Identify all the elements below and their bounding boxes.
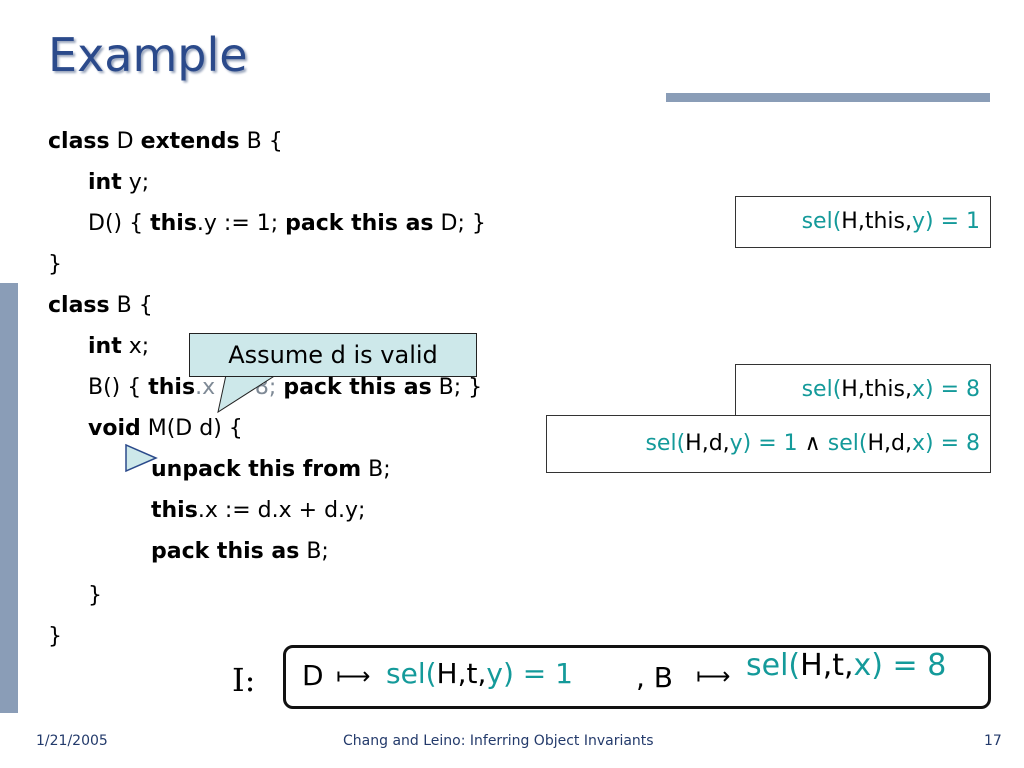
code-line-9: unpack this from B;: [151, 456, 391, 484]
keyword: pack this as: [151, 539, 300, 564]
keyword: class: [48, 129, 110, 154]
keyword: class: [48, 293, 110, 318]
triangle-marker-icon: [125, 443, 158, 473]
formula-box-1: sel(H,this,y) = 1: [735, 196, 991, 248]
formula-part: H,t,: [800, 648, 854, 683]
formula-part: H,this,: [841, 377, 912, 402]
keyword: int: [88, 334, 122, 359]
footer-title: Chang and Leino: Inferring Object Invari…: [343, 733, 654, 749]
code-line-6: int x;: [88, 333, 149, 361]
code-line-1: class D extends B {: [48, 128, 283, 156]
formula-part: H,d,: [685, 431, 730, 456]
invariant-class-d: D: [302, 659, 324, 692]
formula-part: H,this,: [841, 209, 912, 234]
code-text: M(D d) {: [140, 416, 243, 441]
code-text: D: [109, 129, 141, 154]
code-text: D; }: [433, 211, 486, 236]
title-rule: [666, 93, 990, 102]
keyword: pack this as: [283, 375, 432, 400]
code-text: B;: [361, 457, 391, 482]
code-line-3: D() { this.y := 1; pack this as D; }: [88, 210, 486, 238]
formula-part: sel(: [386, 657, 437, 690]
code-text: B;: [299, 539, 329, 564]
formula-part: y) = 1: [729, 431, 805, 456]
formula-part: y) = 1: [486, 657, 573, 690]
formula-part: H,d,: [867, 431, 912, 456]
keyword: void: [88, 416, 141, 441]
keyword: this: [150, 211, 197, 236]
code-line-10: this.x := d.x + d.y;: [151, 497, 365, 525]
keyword: this: [151, 498, 198, 523]
keyword: int: [88, 170, 122, 195]
code-text: }: [88, 583, 102, 608]
invariant-label: I:: [232, 661, 256, 699]
formula-part: sel(: [801, 209, 842, 234]
code-text: B() {: [88, 375, 149, 400]
invariant-b-formula: sel(H,t,x) = 8: [746, 648, 946, 684]
formula-part: sel(: [645, 431, 686, 456]
keyword: pack this as: [285, 211, 434, 236]
code-text: B {: [109, 293, 153, 318]
formula-part: y) = 1: [911, 209, 980, 234]
code-line-8: void M(D d) {: [88, 415, 243, 443]
code-text: B; }: [431, 375, 483, 400]
formula-part: sel(: [801, 377, 842, 402]
formula-part: H,t,: [436, 657, 487, 690]
mapsto-icon: ⟼: [336, 662, 371, 690]
code-text: .y := 1;: [196, 211, 286, 236]
code-text: y;: [121, 170, 150, 195]
keyword: this: [148, 375, 196, 400]
formula-part: x) = 8: [911, 377, 980, 402]
code-text: B {: [239, 129, 283, 154]
and-symbol: ∧: [804, 431, 821, 456]
code-line-4: }: [48, 251, 62, 279]
callout-pointer: [217, 374, 278, 414]
invariant-d-formula: sel(H,t,y) = 1: [386, 656, 573, 692]
formula-part: x) = 8: [853, 648, 947, 683]
keyword: extends: [140, 129, 240, 154]
code-text: D() {: [88, 211, 151, 236]
formula-part: sel(: [746, 648, 801, 683]
footer-page-number: 17: [984, 733, 1002, 749]
formula-part: x) = 8: [911, 431, 980, 456]
formula-box-3: sel(H,d,y) = 1 ∧ sel(H,d,x) = 8: [546, 415, 991, 473]
code-text: x;: [121, 334, 150, 359]
footer-date: 1/21/2005: [36, 733, 108, 749]
callout-box: Assume d is valid: [189, 333, 477, 377]
formula-box-2: sel(H,this,x) = 8: [735, 364, 991, 416]
code-line-13: }: [48, 623, 62, 651]
code-text: .x := d.x + d.y;: [197, 498, 366, 523]
code-line-5: class B {: [48, 292, 153, 320]
code-text: }: [48, 252, 62, 277]
code-line-11: pack this as B;: [151, 538, 329, 566]
code-line-2: int y;: [88, 169, 149, 197]
keyword: unpack this from: [151, 457, 362, 482]
mapsto-icon: ⟼: [696, 662, 731, 690]
code-line-12: }: [88, 582, 102, 610]
code-line-7: B() { this.x := 8; pack this as B; }: [88, 374, 482, 402]
side-decor-bar: [0, 283, 18, 713]
invariant-box: D ⟼ sel(H,t,y) = 1 , B ⟼ sel(H,t,x) = 8: [283, 645, 991, 709]
slide-title: Example: [48, 28, 248, 82]
code-text: }: [48, 624, 62, 649]
invariant-separator: , B: [636, 661, 674, 694]
formula-part: sel(: [820, 431, 868, 456]
